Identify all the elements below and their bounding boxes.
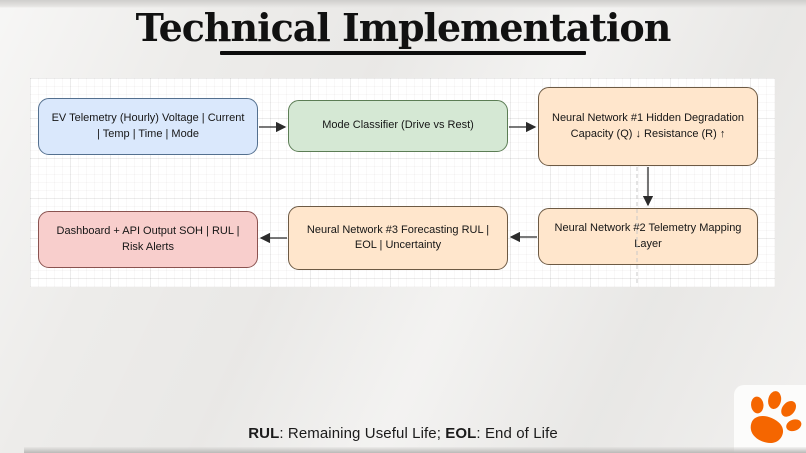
flow-node-dashboard: Dashboard + API Output SOH | RUL | Risk …	[38, 211, 258, 268]
flow-node-ev-telemetry: EV Telemetry (Hourly) Voltage | Current …	[38, 98, 258, 155]
footnote-eol-term: EOL	[445, 425, 477, 442]
flow-node-label: Neural Network #1 Hidden Degradation Cap…	[552, 112, 744, 140]
slide-bottom-edge	[24, 447, 806, 453]
flow-node-mode-classifier: Mode Classifier (Drive vs Rest)	[288, 100, 508, 152]
flowchart-canvas: EV Telemetry (Hourly) Voltage | Current …	[30, 78, 775, 287]
page-title: Technical Implementation	[135, 5, 672, 50]
clemson-paw-icon	[750, 391, 802, 444]
flow-node-label: Dashboard + API Output SOH | RUL | Risk …	[56, 225, 240, 253]
footnote-rul-text: : Remaining Useful Life;	[279, 425, 446, 442]
title-underline	[220, 50, 586, 55]
flow-node-neural-network-3: Neural Network #3 Forecasting RUL | EOL …	[288, 206, 508, 270]
footnote-eol-text: : End of Life	[476, 425, 558, 442]
flow-node-neural-network-2: Neural Network #2 Telemetry Mapping Laye…	[538, 208, 758, 265]
footnote: RUL: Remaining Useful Life; EOL: End of …	[0, 425, 806, 442]
flow-node-label: Neural Network #3 Forecasting RUL | EOL …	[306, 223, 490, 251]
slide-top-edge	[0, 0, 806, 8]
flow-node-label: EV Telemetry (Hourly) Voltage | Current …	[51, 112, 245, 140]
flow-node-neural-network-1: Neural Network #1 Hidden Degradation Cap…	[538, 87, 758, 166]
logo-card	[734, 385, 806, 453]
footnote-rul-term: RUL	[248, 425, 280, 442]
flow-node-label: Mode Classifier (Drive vs Rest)	[322, 119, 474, 132]
slide-header: Technical Implementation	[0, 6, 806, 55]
flow-node-label: Neural Network #2 Telemetry Mapping Laye…	[554, 222, 742, 250]
